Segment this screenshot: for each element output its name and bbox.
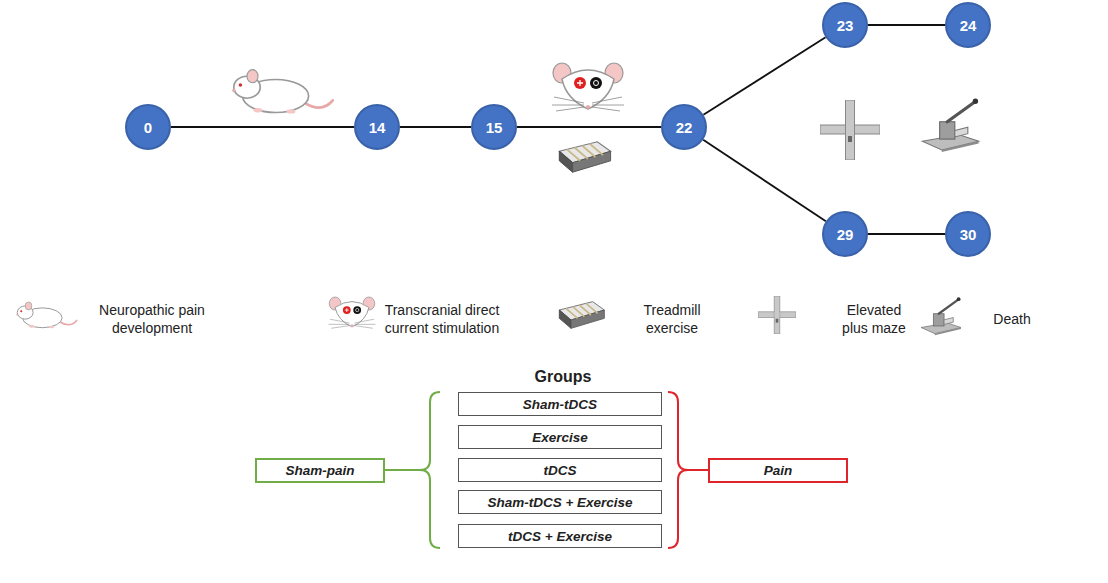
legend-label: Death — [982, 311, 1042, 329]
node-label: 0 — [144, 119, 152, 136]
group-box: Sham-pain — [255, 458, 385, 483]
legend-label: Treadmill exercise — [632, 302, 712, 337]
node-label: Pain — [764, 463, 793, 478]
day-circle: 22 — [661, 104, 707, 150]
group-box: tDCS — [458, 458, 662, 482]
node-label: 29 — [837, 226, 854, 243]
tdcs-icon — [552, 63, 624, 111]
treadmill-icon — [559, 142, 610, 172]
bracket-link — [385, 469, 420, 471]
timeline-line — [868, 233, 945, 235]
day-circle: 0 — [125, 104, 171, 150]
group-box: Sham-tDCS + Exercise — [458, 490, 662, 514]
red-bracket — [668, 392, 688, 548]
guillotine-icon — [922, 98, 978, 152]
day-circle: 29 — [822, 211, 868, 257]
node-label: Sham-tDCS — [523, 397, 597, 412]
node-label: Exercise — [532, 430, 588, 445]
node-label: tDCS — [544, 463, 577, 478]
day-circle: 24 — [945, 2, 991, 48]
node-label: 15 — [486, 119, 503, 136]
plus-maze-icon — [758, 296, 796, 334]
timeline-line — [703, 140, 826, 222]
node-label: Sham-tDCS + Exercise — [487, 495, 632, 510]
plus-maze-icon — [820, 100, 880, 160]
treadmill-icon — [559, 302, 604, 329]
group-box: Pain — [708, 458, 848, 483]
guillotine-icon — [921, 297, 961, 335]
timeline-line — [171, 126, 354, 128]
group-box: tDCS + Exercise — [458, 524, 662, 548]
timeline-line — [703, 37, 825, 114]
day-circle: 14 — [354, 104, 400, 150]
node-label: 22 — [676, 119, 693, 136]
group-box: Sham-tDCS — [458, 392, 662, 416]
day-circle: 15 — [471, 104, 517, 150]
group-box: Exercise — [458, 425, 662, 449]
timeline-line — [868, 24, 945, 26]
rat-icon — [16, 302, 76, 328]
legend-label: Transcranial direct current stimulation — [372, 302, 512, 337]
node-label: Sham-pain — [285, 463, 354, 478]
bracket-link — [688, 469, 708, 471]
group-title: Groups — [535, 368, 592, 386]
rat-icon — [232, 70, 333, 114]
legend-label: Elevated plus maze — [835, 302, 913, 337]
node-label: 14 — [369, 119, 386, 136]
day-circle: 23 — [822, 2, 868, 48]
legend-label: Neuropathic pain development — [92, 302, 212, 337]
tdcs-icon — [329, 297, 376, 328]
timeline-line — [400, 126, 471, 128]
day-circle: 30 — [945, 211, 991, 257]
node-label: 30 — [960, 226, 977, 243]
node-label: 24 — [960, 17, 977, 34]
green-bracket — [420, 392, 440, 548]
timeline-line — [517, 126, 661, 128]
node-label: 23 — [837, 17, 854, 34]
node-label: tDCS + Exercise — [508, 529, 612, 544]
